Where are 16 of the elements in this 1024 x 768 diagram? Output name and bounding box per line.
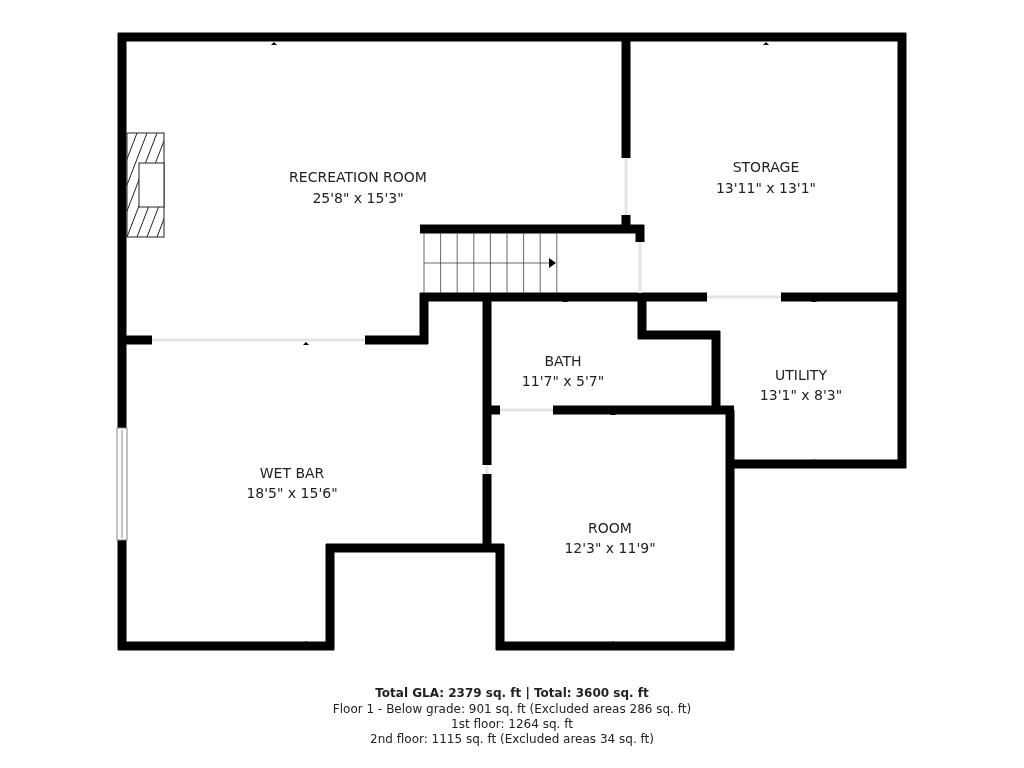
room-name: STORAGE	[732, 160, 800, 176]
area-note: Floor 1 - Below grade: 901 sq. ft (Excluded areas 286 sq. ft)	[332, 703, 692, 717]
room-dimensions: 13'1" x 8'3"	[759, 388, 843, 404]
area-note: 1st floor: 1264 sq. ft	[451, 718, 573, 732]
room-dimensions: 18'5" x 15'6"	[246, 486, 338, 502]
area-total: Total GLA: 2379 sq. ft | Total: 3600 sq. ft	[375, 687, 649, 701]
room-dimensions: 11'7" x 5'7"	[521, 374, 605, 390]
room-name: ROOM	[588, 521, 632, 537]
room-name: WET BAR	[259, 466, 325, 482]
room-dimensions: 13'11" x 13'1"	[715, 181, 817, 197]
room-name: UTILITY	[775, 368, 827, 384]
room-name: BATH	[544, 354, 582, 370]
area-note: 2nd floor: 1115 sq. ft (Excluded areas 34 sq. ft)	[370, 733, 654, 747]
room-name: RECREATION ROOM	[289, 170, 427, 186]
room-dimensions: 12'3" x 11'9"	[564, 541, 656, 557]
room-dimensions: 25'8" x 15'3"	[312, 191, 404, 207]
